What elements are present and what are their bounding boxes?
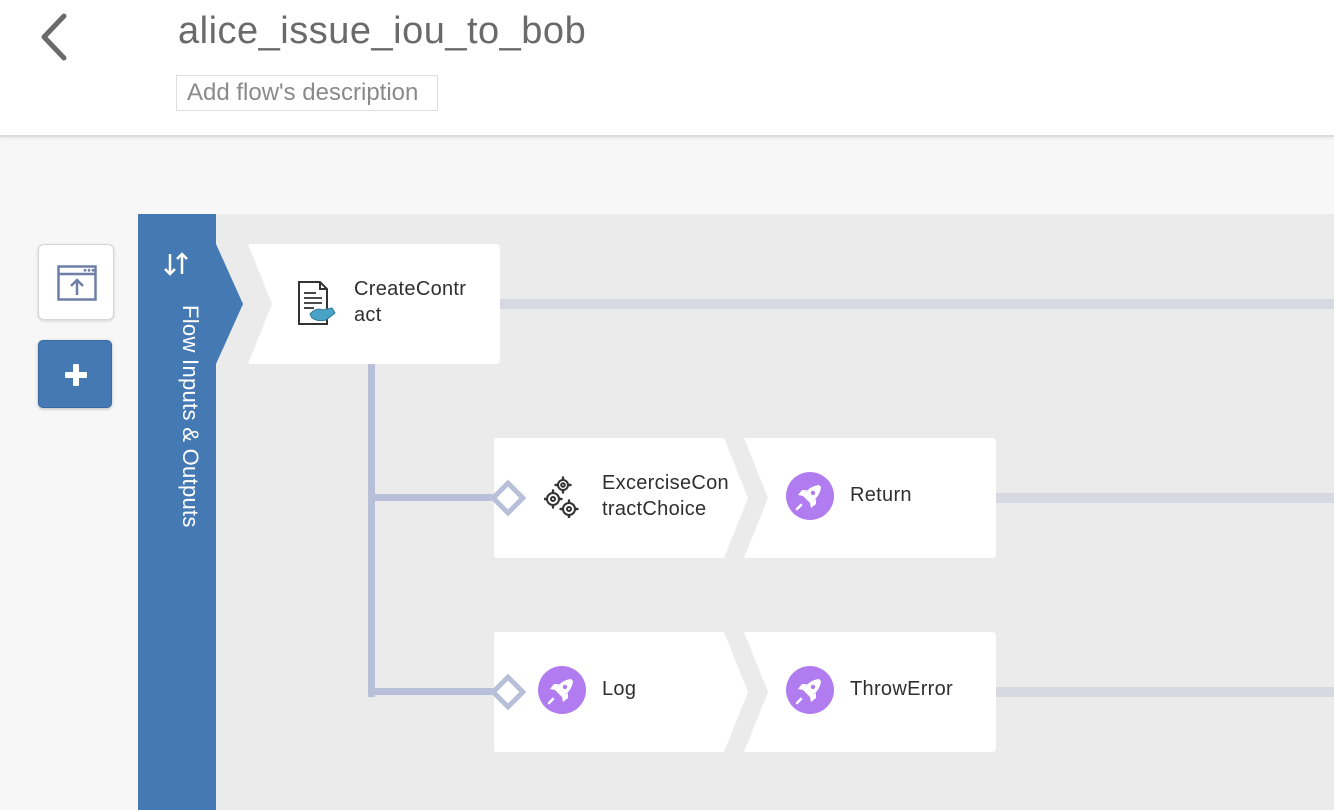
flow-title[interactable]: alice_issue_iou_to_bob — [178, 10, 587, 52]
io-panel-arrow — [216, 244, 243, 364]
node-label: Return — [850, 484, 912, 506]
add-step-button[interactable] — [38, 340, 112, 408]
plus-icon — [65, 364, 87, 386]
node-create-contract[interactable]: CreateContr act — [246, 244, 500, 364]
flow-inputs-outputs-panel[interactable] — [138, 214, 216, 810]
node-label: ThrowError — [850, 678, 954, 700]
rocket-icon — [786, 472, 834, 520]
flow-header: alice_issue_iou_to_bob — [0, 0, 1334, 137]
rocket-icon — [538, 666, 586, 714]
rocket-icon — [786, 666, 834, 714]
node-shape — [248, 244, 500, 364]
contract-handshake-icon — [298, 281, 336, 325]
export-window-button[interactable] — [38, 244, 114, 320]
flow-inputs-outputs-label: Flow Inputs & Outputs — [178, 305, 203, 528]
chevron-left-icon — [41, 13, 67, 61]
node-label-line: act — [354, 304, 382, 326]
node-log[interactable]: Log — [494, 632, 748, 752]
node-shape — [744, 632, 996, 752]
swap-arrows-icon — [164, 252, 188, 276]
node-label: Log — [602, 678, 637, 700]
node-shape — [494, 632, 748, 752]
flow-description-input[interactable] — [176, 75, 438, 111]
node-return[interactable]: Return — [742, 438, 996, 558]
node-label: ExcerciseCon tractChoice — [602, 470, 729, 522]
node-label-line: CreateContr — [354, 278, 467, 300]
node-throw-error[interactable]: ThrowError — [742, 632, 996, 752]
node-label: CreateContr act — [354, 276, 466, 328]
gears-icon — [544, 476, 579, 518]
back-button[interactable] — [34, 10, 78, 66]
node-label-line: tractChoice — [602, 498, 707, 520]
node-exercise-contract-choice[interactable]: ExcerciseCon tractChoice — [494, 438, 748, 558]
node-shape — [494, 438, 748, 558]
window-upload-icon — [57, 265, 97, 301]
node-shape — [744, 438, 996, 558]
node-label-line: ExcerciseCon — [602, 472, 729, 494]
